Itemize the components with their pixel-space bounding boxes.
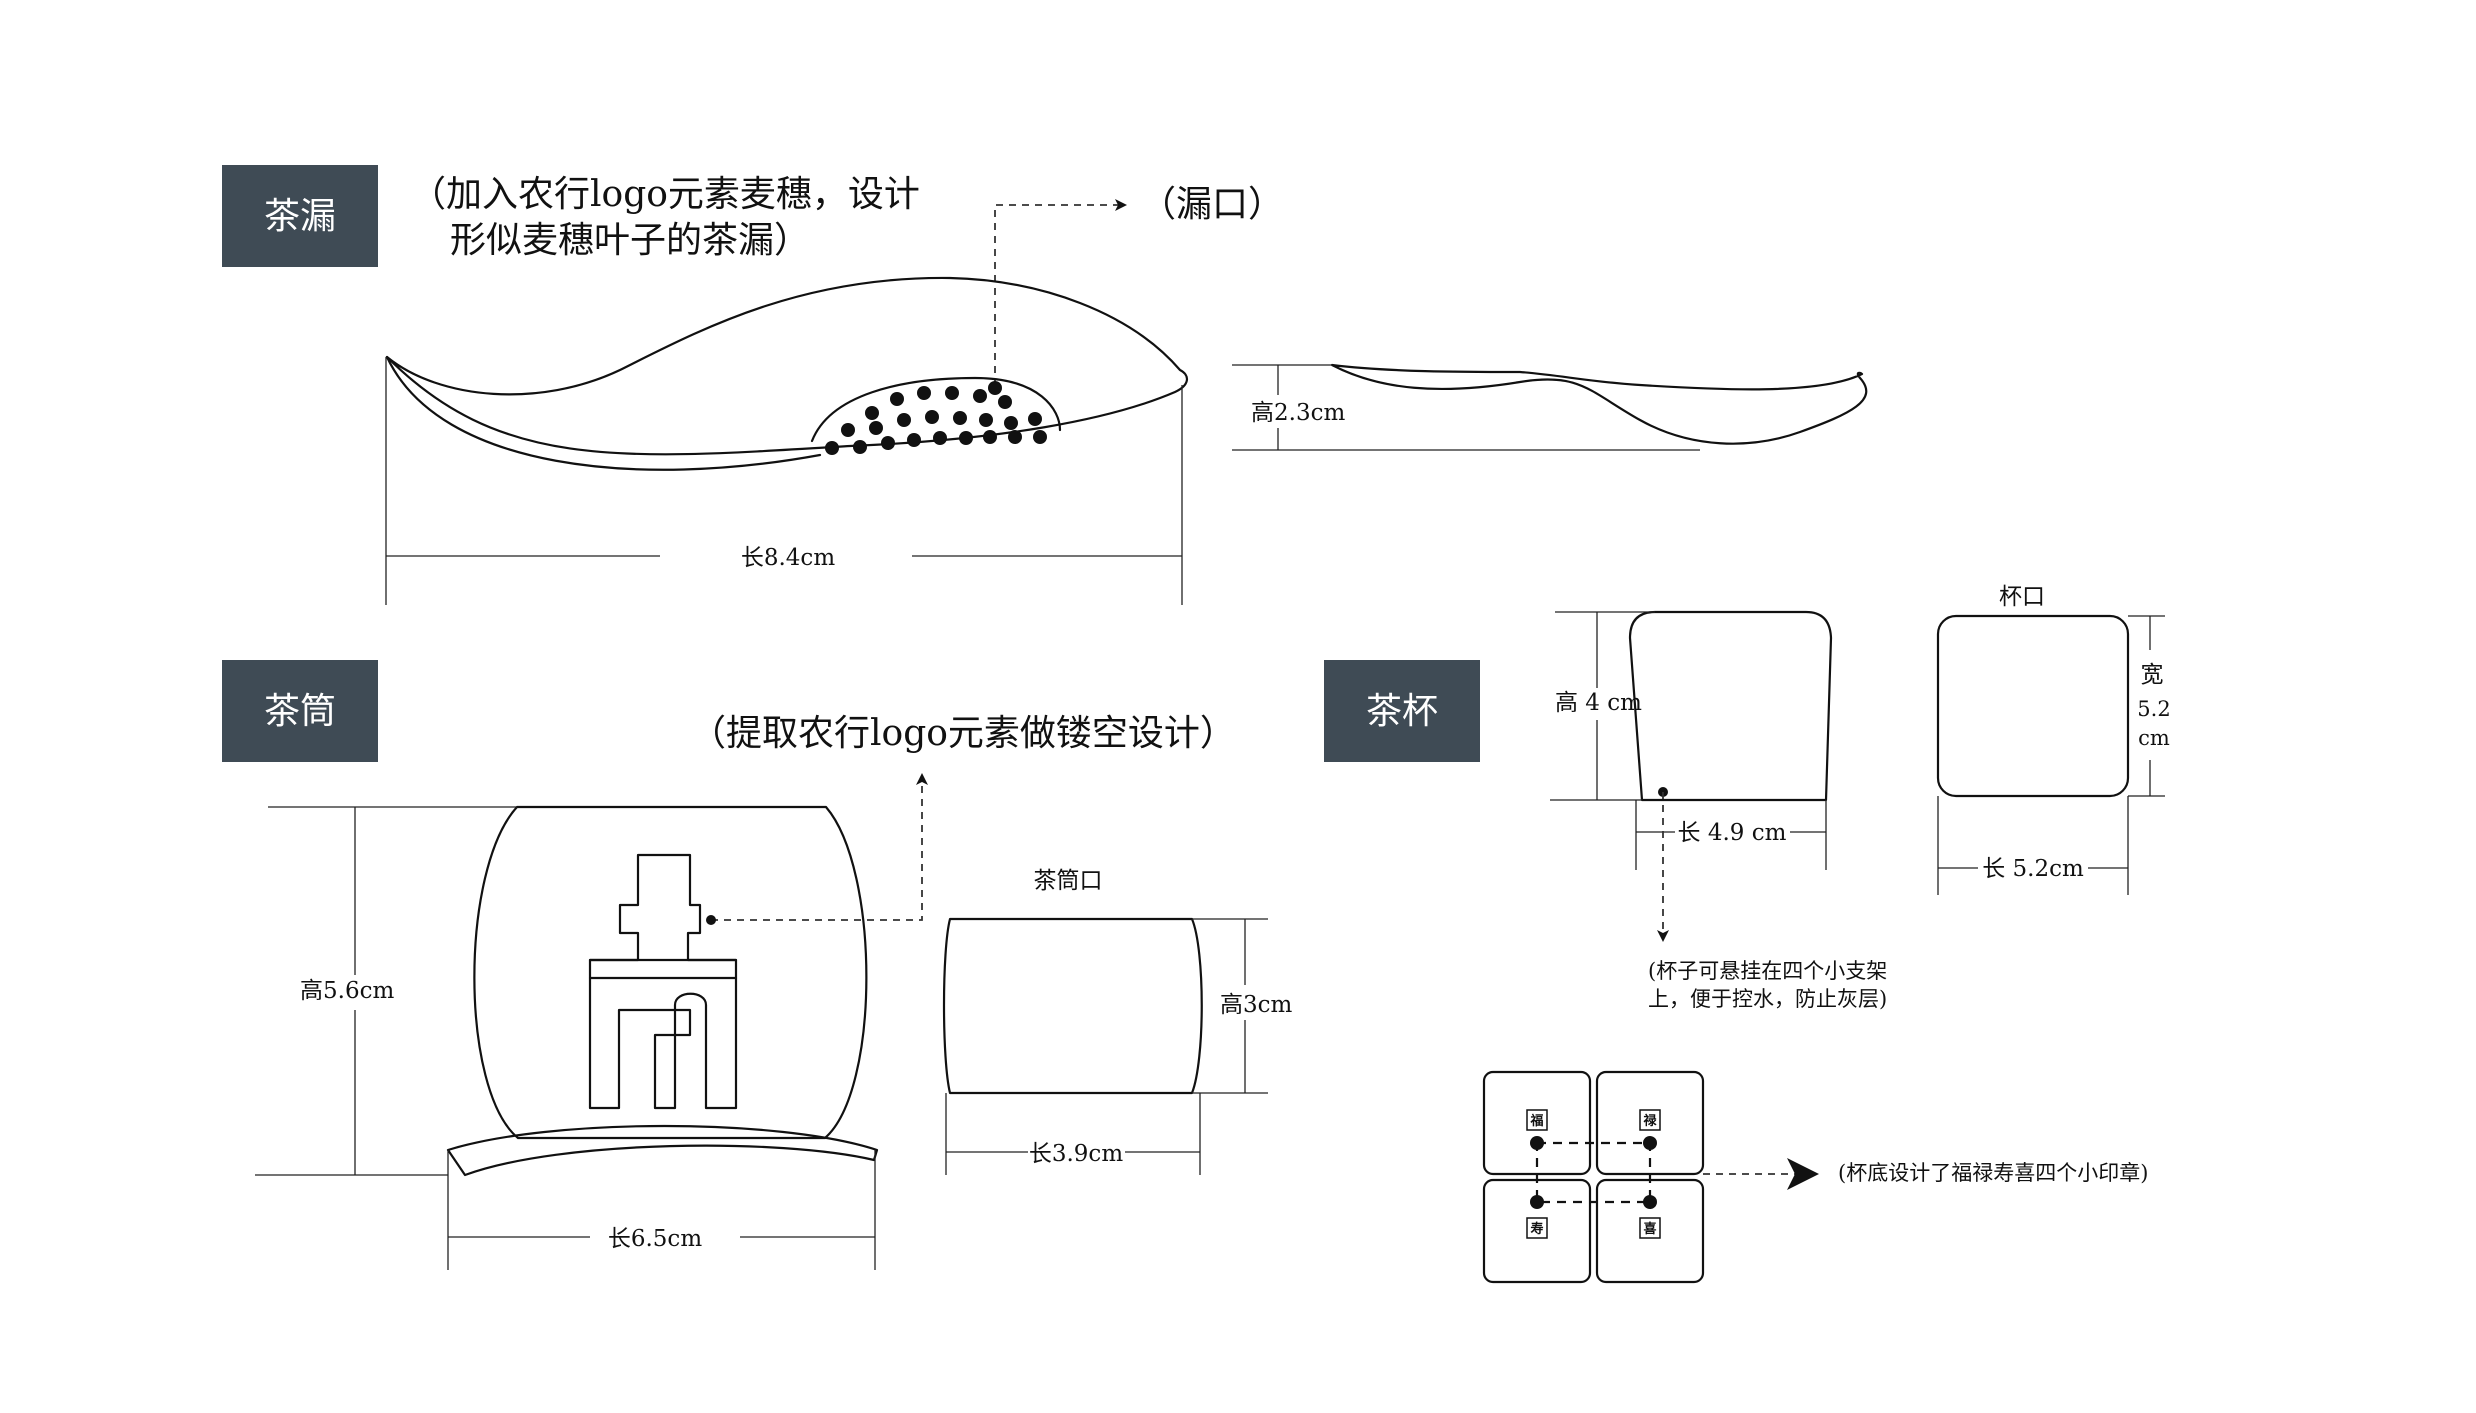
rim-length-label: 长 5.2cm	[1982, 856, 2084, 882]
strainer-holes	[825, 381, 1047, 455]
seal-grid: 福 禄 寿 喜	[1482, 1070, 1705, 1284]
cup-length-label: 长 4.9 cm	[1678, 820, 1787, 846]
strainer-length-label: 长8.4cm	[741, 545, 835, 571]
canister-mouth-title: 茶筒口	[1034, 868, 1103, 894]
seal-stamp-2	[1639, 1109, 1661, 1131]
seal-char-2: 禄	[1643, 1113, 1657, 1129]
tea-strainer-section: 茶漏 （加入农行logo元素麦穗，设计 形似麦穗叶子的茶漏） （漏口）	[222, 165, 1868, 605]
strainer-note-line2: 形似麦穗叶子的茶漏）	[450, 220, 810, 261]
seal-stamp-1	[1526, 1109, 1548, 1131]
tag-background	[222, 660, 378, 762]
seal-dot-4	[1643, 1195, 1657, 1209]
tea-cup-section: 茶杯 高 4 cm 长 4.9 cm (杯子可悬挂在四个小支架 上，便于控水，防…	[1324, 584, 2171, 1284]
seal-dot-3	[1530, 1195, 1544, 1209]
seal-dot-1	[1530, 1136, 1544, 1150]
tag-background	[222, 165, 378, 267]
tea-canister-tag: 茶筒	[222, 660, 378, 762]
tag-background	[1324, 660, 1480, 762]
canister-base	[446, 1124, 879, 1177]
tea-cup-tag: 茶杯	[1324, 660, 1480, 762]
spout-callout-label: （漏口）	[1140, 184, 1284, 225]
logo-cutout	[588, 853, 738, 1110]
mouth-height-label: 高3cm	[1220, 992, 1293, 1018]
tag-label: 茶杯	[1366, 691, 1438, 732]
cup-rim-outline	[1936, 614, 2130, 798]
strainer-height-label: 高2.3cm	[1251, 400, 1345, 426]
logo-outline	[588, 853, 738, 1110]
cup-height-label: 高 4 cm	[1555, 690, 1642, 716]
seal-stamp-3	[1526, 1217, 1548, 1239]
logo-dot	[706, 915, 716, 925]
tag-label: 茶筒	[264, 691, 336, 732]
strainer-side-view	[1330, 363, 1868, 445]
canister-mouth-outline	[942, 917, 1203, 1095]
canister-callout-arrow	[711, 773, 928, 921]
leaf-lower-curl	[385, 355, 822, 471]
seal-char-4: 喜	[1643, 1221, 1656, 1237]
tea-strainer-tag: 茶漏	[222, 165, 378, 267]
strainer-top-view	[385, 276, 1188, 471]
seal-dot-2	[1643, 1136, 1657, 1150]
rim-width-label-3: cm	[2138, 726, 2170, 750]
leaf-outline	[385, 276, 1188, 456]
hang-note-line2: 上，便于控水，防止灰层)	[1648, 987, 1887, 1011]
cup-rim-title: 杯口	[1999, 584, 2045, 610]
seal-char-1: 福	[1529, 1113, 1543, 1129]
canister-note: （提取农行logo元素做镂空设计）	[690, 713, 1236, 754]
tea-canister-section: 茶筒 （提取农行logo元素做镂空设计） 高5.6cm 长6.5cm 茶筒口	[222, 660, 1293, 1270]
cup-side-view	[1628, 610, 1833, 802]
leaf-holes-area	[810, 376, 1062, 443]
side-view-outline	[1330, 363, 1868, 445]
canister-height-label: 高5.6cm	[300, 978, 394, 1004]
seal-char-3: 寿	[1530, 1221, 1543, 1237]
seal-stamp-4	[1639, 1217, 1661, 1239]
seal-link-lines	[1535, 1141, 1652, 1204]
rim-width-label-2: 5.2	[2137, 697, 2170, 721]
rim-width-label-1: 宽	[2141, 662, 2164, 688]
hang-note-line1: (杯子可悬挂在四个小支架	[1648, 959, 1887, 983]
mouth-length-label: 长3.9cm	[1029, 1141, 1123, 1167]
canister-body	[473, 805, 868, 1140]
strainer-note-line1: （加入农行logo元素麦穗，设计	[410, 174, 920, 215]
seal-note: (杯底设计了福禄寿喜四个小印章)	[1838, 1161, 2148, 1185]
tag-label: 茶漏	[264, 196, 336, 237]
canister-base-length-label: 长6.5cm	[608, 1226, 702, 1252]
